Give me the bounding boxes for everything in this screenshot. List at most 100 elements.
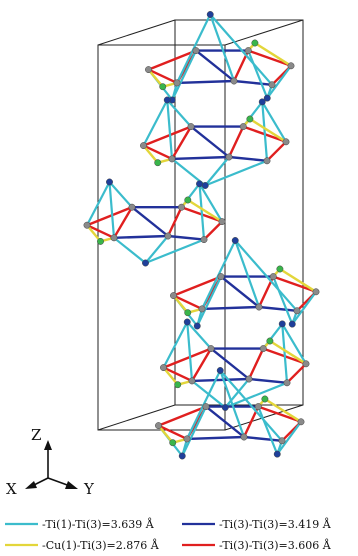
cu-atom [251,39,259,47]
bond-ti1-ti3 [204,155,231,187]
bond-legend: -Ti(1)-Ti(3)=3.639 Å -Ti(3)-Ti(3)=3.419 … [5,517,332,552]
bond-ti1-ti3 [144,238,206,265]
cu-atom [276,265,284,273]
bond-ti1-ti3 [247,49,269,100]
ti-atom [297,418,305,426]
bond-cu1-ti3 [142,144,159,164]
ti-atom [287,62,295,70]
legend-label-ti1-ti3: -Ti(1)-Ti(3)=3.639 Å [42,517,155,531]
bond-ti1-ti3 [224,377,251,409]
bond-ti3-ti3-b [85,205,134,227]
bond-ti3-ti3-a [242,435,284,442]
ti-atom [110,234,118,242]
bond-ti3-ti3-b [157,405,208,427]
ti-atom [218,218,226,226]
ti-atom [263,157,271,165]
bond-ti3-ti3-a [130,205,170,238]
ti-atom [83,221,91,229]
bond-ti1-ti3 [196,275,223,328]
bond-ti3-ti3-b [112,205,134,240]
ti-atom [183,435,191,443]
bond-cu1-ti3 [147,68,164,88]
bond-ti3-ti3-b [85,223,116,240]
cu-atom [184,196,192,204]
ti-atom [239,123,247,131]
bond-ti1-ti3 [166,98,193,128]
ti-atom [188,377,196,385]
bond-ti3-ti3-b [272,275,318,293]
ti-atom [145,66,152,74]
bond-ti3-ti3-b [247,49,293,68]
ti-atom [240,433,248,441]
bond-ti3-ti3-a [175,79,236,85]
axis-triad: Z X Y [6,426,95,498]
bond-ti3-ti3-b [257,405,303,423]
cu-atom [169,439,177,447]
ti-apex-atom [183,318,191,326]
y-axis-label: Y [83,480,95,498]
z-arrowhead-icon [44,440,52,450]
bond-ti1-ti3 [281,322,289,384]
bond-ti1-ti3 [219,369,284,442]
bond-ti3-ti3-b [247,347,265,381]
ti-apex-atom [106,178,113,186]
ti-atom [164,232,172,240]
cu-atom [154,159,162,167]
ti-atom [312,288,320,296]
ti-apex-atom [206,11,214,18]
bond-ti3-ti3-b [162,366,194,383]
y-arrowhead-icon [65,481,78,489]
ti-atom [282,138,290,146]
bond-ti3-ti3-a [170,155,231,161]
bond-ti3-ti3-b [202,220,224,241]
cu-atom [266,337,274,345]
ti-apex-atom [216,367,224,374]
cu-atom [261,395,269,403]
ti-atom [155,422,162,430]
cu-atom [184,309,192,317]
ti-atom [217,273,225,281]
ti-apex-atom [178,452,186,460]
bond-ti3-ti3-b [147,49,198,71]
ti-atom [178,203,185,211]
bond-cu1-ti3 [253,41,293,68]
ti-atom [198,305,206,313]
bond-ti3-ti3-a [190,377,251,383]
y-axis-arrow [47,477,71,487]
bond-ti3-ti3-a [257,305,299,312]
bond-ti1-ti3 [186,320,213,350]
bond-ti1-ti3 [166,98,174,160]
cu-atom [246,115,254,123]
ti-atom [255,303,263,311]
bond-ti1-ti3 [261,100,269,162]
cell-edge [224,19,304,46]
bond-ti1-ti3 [144,234,170,265]
z-axis-label: Z [31,426,41,444]
bond-cu1-ti3 [268,339,308,365]
bond-ti1-ti3 [281,322,308,365]
bond-ti1-ti3 [266,64,293,100]
ti-apex-atom [142,259,149,267]
bond-cu1-ti3 [278,267,318,293]
bond-ti1-ti3 [108,180,134,209]
bond-ti1-ti3 [272,275,294,326]
bond-ti1-ti3 [234,239,299,312]
bond-ti3-ti3-b [147,68,179,85]
bond-ti3-ti3-b [166,205,183,238]
bond-ti3-ti3-b [157,424,189,441]
cell-edge [224,404,304,431]
ti-atom [278,437,286,445]
bond-ti1-ti3 [85,180,111,227]
bond-ti1-ti3 [171,49,198,102]
bond-ti1-ti3 [276,420,303,456]
bond-ti1-ti3 [198,182,206,241]
cu-atom [97,237,104,245]
bond-ti3-ti3-b [170,125,193,161]
bond-ti1-ti3 [162,320,189,369]
x-axis-label: X [6,480,17,498]
legend-label-ti3-ti3-b: -Ti(3)-Ti(3)=3.606 Å [219,538,332,552]
bond-network [85,13,318,458]
bond-ti3-ti3-a [166,234,206,241]
ti-apex-atom [163,96,171,104]
cell-edge [97,19,176,46]
